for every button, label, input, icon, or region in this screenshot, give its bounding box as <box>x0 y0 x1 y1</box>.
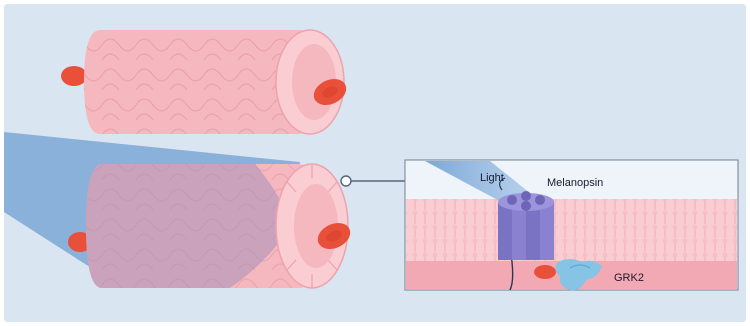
red-blood-cell <box>61 66 87 86</box>
membrane-inset: Light Melanopsin GRK2 <box>405 160 738 290</box>
blood-vessel-top <box>61 30 350 134</box>
melanopsin-label: Melanopsin <box>547 177 603 189</box>
grk2-label: GRK2 <box>614 272 644 284</box>
light-label: Light <box>480 172 504 184</box>
blood-vessel-bottom <box>68 164 354 288</box>
